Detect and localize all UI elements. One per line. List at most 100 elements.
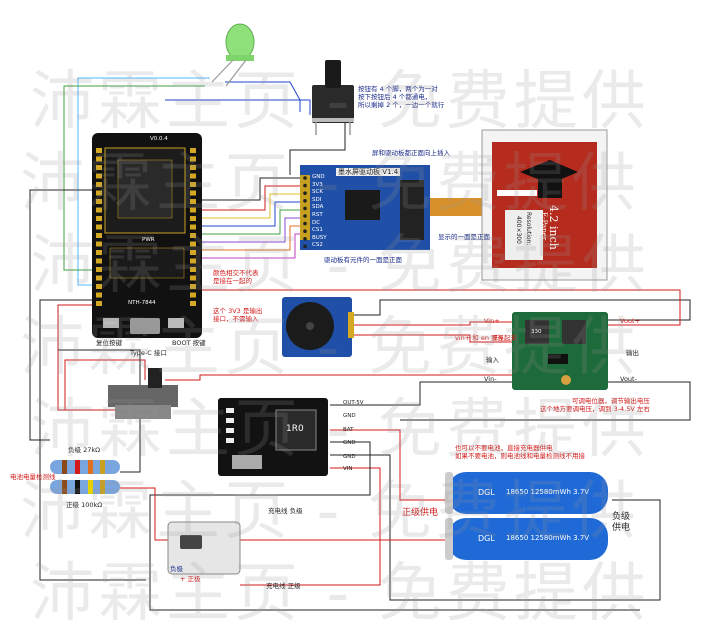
driver-pin-dot [303,237,307,241]
epaper-size: 4.2 inch [547,205,560,250]
wire-buck-out-neg [400,381,691,421]
esp32-pin [96,190,102,196]
wire-drv-busy [190,233,310,259]
esp32-pin [96,301,102,306]
esp32-pin [190,267,196,272]
esp32-pin [96,165,102,170]
wire-drv-sck [190,193,310,219]
usb-c-connector [167,521,241,575]
battery-top-spec: 18650 12580mWh 3.7V [506,488,590,496]
conn-pos-label: + 正极 [180,575,201,583]
driver-pin-dots [303,176,307,249]
esp32-pin [96,148,102,153]
driver-pin-dot [303,206,307,211]
pot-adjust-note: 可调电位器，调节输出电压 这个地方要调电压，调到 3-4.5V 左右 [540,397,650,413]
esp32-pin [190,148,196,153]
esp32-pin [190,216,196,221]
driver-front-note: 驱动板有元件的一面是正面 [324,256,402,264]
driver-pin-dot [303,176,307,180]
wire-esp-3v3-top [29,189,95,441]
driver-pin-dot [303,183,307,188]
esp32-pin [190,275,196,281]
boot-key-label: BOOT 按键 [172,339,206,347]
driver-pin-label: GND [312,174,325,180]
esp32-pwr-label: PWR [142,237,155,243]
wire-drv-3v3 [190,185,310,211]
driver-pin-label: RST [312,212,323,218]
button-note: 按钮有 4 个脚，两个为一对 按下按钮后 4 个都通电， 所以剩掉 2 个，一边… [358,85,445,109]
driver-pin-label: SDI [312,196,322,203]
esp32-pin [190,250,196,255]
wire-buzzer-1 [350,299,691,321]
output-label: 输出 [626,349,639,357]
v33-note: 这个 3V3 是输出 接口，不需输入 [213,307,263,323]
charger-pin-label: GND [343,440,356,446]
wire-buzzer-3 [350,334,515,343]
input-label: 输入 [486,356,499,364]
esp32-pin [96,224,102,230]
usb-c-label: Type-C 接口 [130,349,167,357]
driver-pin-dot [303,244,307,249]
esp32-version-label: V0.0.4 [150,136,168,142]
esp32-pin [190,207,196,213]
resistor-27k [50,460,120,474]
charger-led [226,418,234,423]
esp32-pin [96,284,102,289]
wire-drv-cs [190,225,310,251]
r-neg-label: 负级 27kΩ [68,446,101,454]
esp32-pin [190,173,196,179]
driver-pin-dot [303,199,307,203]
driver-board-title: 墨水屏驱动板 V1.4 [336,168,401,177]
esp32-pin [190,301,196,306]
charger-led [226,408,234,413]
battery-bottom-brand: DGL [478,534,495,543]
epaper-type: E-Paper [540,212,548,241]
esp32-pin [96,275,102,281]
epd-install-note: 屏和驱动板都正面向上插入 [372,149,450,157]
esp32-pin [96,267,102,272]
charger-led [226,438,234,443]
driver-pin-label: 3V3 [312,181,323,188]
buck-inductor-mark: 330 [531,329,542,335]
esp32-pin [96,199,102,204]
charger-board [218,398,328,476]
wire-led-green [63,85,205,271]
wire-charger-bat [330,429,450,501]
esp32-pin [190,199,196,204]
wire-drv-dc [190,217,310,243]
wire-button-2 [289,115,346,175]
charger-inductor-mark: 1R0 [286,424,304,434]
esp32-pin [190,224,196,230]
tactile-button [312,60,354,135]
driver-pin-dot [303,229,307,233]
charger-led [226,428,234,433]
driver-pin-label: CS2 [312,242,323,249]
esp32-pin [190,258,196,264]
esp32-pin [190,284,196,289]
driver-pin-label: CS1 [312,227,323,234]
wire-drv-gnd [190,177,310,201]
negative-supply-label: 负级 供电 [612,512,631,533]
positive-supply-label: 正级供电 [402,508,439,518]
wire-esp-gnd-down [39,299,146,581]
resistor-100k [50,480,120,494]
esp32-pin [190,182,196,187]
epaper-display [481,129,608,281]
buck-vin-pos: Vin+ [484,317,500,325]
esp32-model-label: NTH-7844 [128,300,156,306]
wiring-diagram-canvas [29,23,691,611]
wire-drv-sda [190,201,310,227]
wire-res-pos [120,487,450,541]
esp32-pin [96,173,102,179]
led [211,23,255,87]
esp32-pin [190,292,196,298]
epd-ribbon-cable [430,198,488,216]
esp32-pin [96,258,102,264]
wire-led-blue [225,81,301,112]
driver-pin-label: BUSY [312,234,327,241]
charger-leds [226,408,234,443]
slide-switch [108,368,178,419]
driver-pin-label: SCK [312,189,323,196]
reset-key-label: 复位按键 [96,339,122,347]
wire-esp-red-left [57,304,125,411]
